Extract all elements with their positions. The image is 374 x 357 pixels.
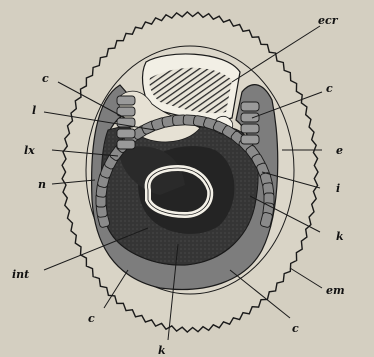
cell <box>241 135 259 144</box>
label-c-lower-left: c <box>88 312 95 325</box>
cell <box>117 129 135 138</box>
label-em: em <box>326 284 345 297</box>
label-ecr: ecr <box>318 14 339 27</box>
label-i: i <box>336 182 340 195</box>
cell <box>241 113 259 122</box>
leader-em <box>290 268 322 288</box>
cell <box>241 102 259 111</box>
cell <box>241 124 259 133</box>
label-lx: lx <box>24 144 35 157</box>
label-c-upper-left: c <box>42 72 49 85</box>
label-e: e <box>336 144 343 157</box>
cell <box>117 140 135 149</box>
label-k-right: k <box>336 230 344 243</box>
cell <box>117 96 135 105</box>
label-c-lower-right: c <box>292 322 299 335</box>
label-n: n <box>38 178 46 191</box>
label-int: int <box>12 268 29 281</box>
label-k-bottom: k <box>158 344 166 357</box>
label-l: l <box>32 104 36 117</box>
label-c-upper-right: c <box>326 82 333 95</box>
